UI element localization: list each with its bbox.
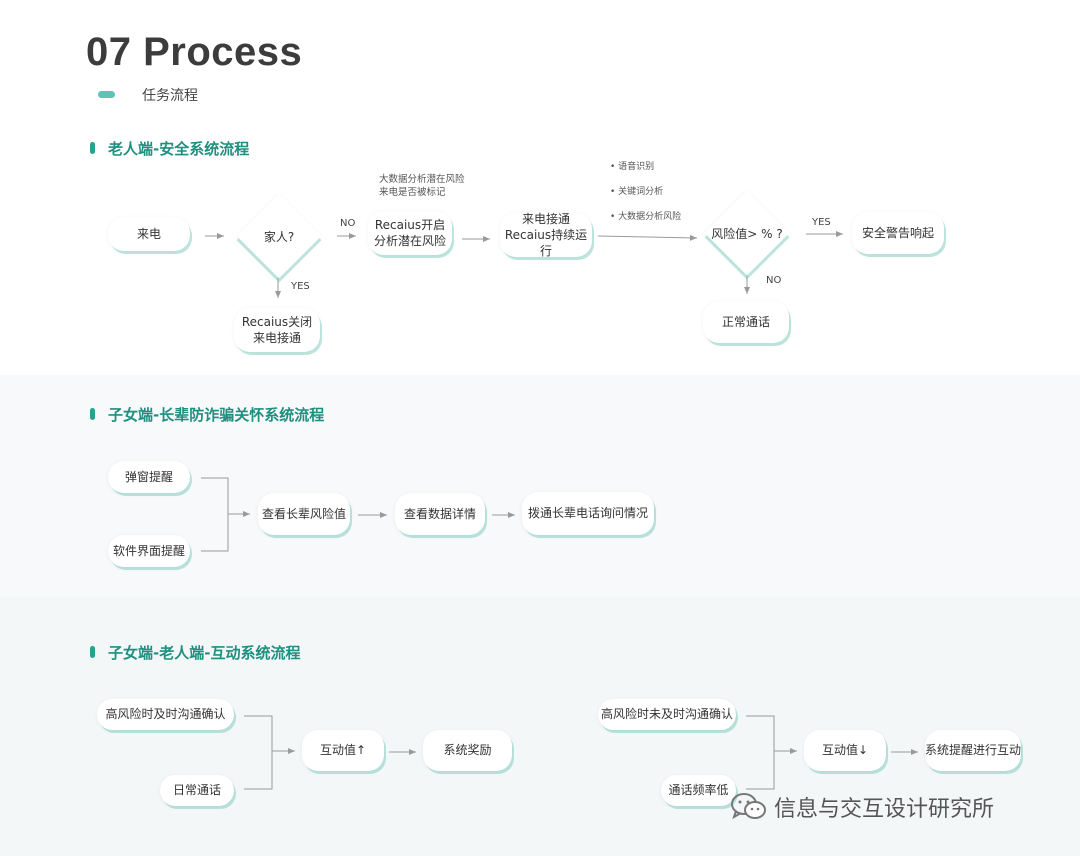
node-app-alert: 软件界面提醒 [108, 535, 190, 567]
label-yes-2: YES [812, 217, 831, 228]
label-yes-1: YES [291, 281, 310, 292]
node-high-risk-timely: 高风险时及时沟通确认 [97, 699, 234, 730]
watermark: 信息与交互设计研究所 [730, 791, 994, 823]
label-no-2: NO [766, 275, 782, 286]
node-low-call-freq: 通话频率低 [661, 775, 736, 806]
bracket-alerts [201, 477, 229, 552]
node-call-elder: 拨通长辈电话询问情况 [522, 492, 654, 535]
wechat-icon [731, 793, 766, 820]
bullet-voice-recognition: • 语音识别 [610, 162, 655, 172]
section1-title: 老人端-安全系统流程 [108, 140, 250, 158]
node-check-risk: 查看长辈风险值 [258, 493, 350, 535]
bracket-right-inputs [746, 715, 775, 790]
node-normal-call: 正常通话 [703, 301, 789, 343]
bullet-keyword-analysis: • 关键词分析 [610, 187, 664, 197]
section3-title: 子女端-老人端-互动系统流程 [108, 644, 301, 662]
section2-marker [90, 408, 95, 420]
node-recaius-open: Recaius开启 分析潜在风险 [368, 211, 452, 255]
subtitle-pill [98, 91, 115, 98]
section3-marker [90, 646, 95, 658]
bullet-big-data-risk: • 大数据分析风险 [610, 212, 682, 222]
node-check-data: 查看数据详情 [395, 493, 485, 535]
arrow-connected-to-risk [597, 234, 698, 241]
node-system-reminder: 系统提醒进行互动 [925, 730, 1021, 771]
label-no-1: NO [340, 218, 356, 229]
page-title: 07 Process [86, 30, 303, 74]
node-popup-alert: 弹窗提醒 [108, 461, 190, 493]
watermark-text: 信息与交互设计研究所 [774, 797, 995, 822]
node-value-down: 互动值↓ [804, 730, 886, 771]
page-subtitle: 任务流程 [142, 88, 198, 104]
decision-risk-value-label: 风险值> % ? [711, 227, 783, 241]
node-reward: 系统奖励 [423, 730, 512, 771]
node-safety-alarm: 安全警告响起 [852, 212, 944, 254]
bullet-list-analysis: • 语音识别 • 关键词分析 • 大数据分析风险 [610, 159, 681, 234]
node-incoming-call: 来电 [108, 217, 190, 251]
section1-marker [90, 142, 95, 154]
bracket-left-inputs [244, 715, 273, 790]
node-high-risk-not-timely: 高风险时未及时沟通确认 [598, 699, 736, 730]
node-value-up: 互动值↑ [302, 730, 384, 771]
section2-title: 子女端-长辈防诈骗关怀系统流程 [108, 406, 325, 424]
node-daily-calls: 日常通话 [160, 775, 234, 806]
note-big-data: 大数据分析潜在风险 来电是否被标记 [379, 174, 465, 198]
section1-background [0, 0, 1080, 375]
node-recaius-closed: Recaius关闭 来电接通 [234, 308, 320, 352]
decision-is-family-label: 家人? [263, 230, 295, 244]
node-call-connected: 来电接通 Recaius持续运行 [500, 212, 592, 258]
